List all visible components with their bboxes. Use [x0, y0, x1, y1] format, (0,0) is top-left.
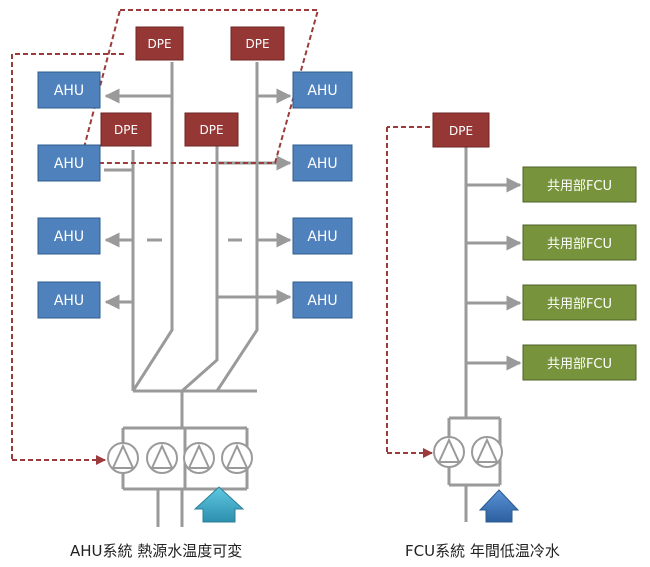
fcu-label: 共用部FCU	[547, 179, 612, 194]
control-signal-lines	[11, 9, 433, 465]
fcu-unit: 共用部FCU	[522, 344, 637, 381]
dpe-sensor: DPE	[432, 112, 490, 148]
ahu-label: AHU	[307, 293, 337, 309]
dpe-label: DPE	[245, 37, 269, 51]
ahu-unit: AHU	[37, 144, 101, 182]
dpe-sensor: DPE	[100, 112, 152, 147]
dpe-label: DPE	[147, 37, 171, 51]
ahu-label: AHU	[307, 229, 337, 245]
dpe-label: DPE	[199, 123, 223, 137]
pump-icon	[183, 442, 215, 474]
fcu-pumps	[433, 436, 503, 468]
dpe-sensor: DPE	[230, 26, 285, 61]
ahu-label: AHU	[54, 83, 84, 99]
ahu-system-caption: AHU系統 熱源水温度可変	[70, 542, 243, 560]
fcu-unit: 共用部FCU	[522, 284, 637, 321]
ahu-unit: AHU	[292, 217, 353, 255]
fcu-unit: 共用部FCU	[522, 166, 637, 203]
ahu-label: AHU	[54, 293, 84, 309]
heat-source-arrow-icon	[193, 486, 245, 523]
pump-icon	[107, 442, 139, 474]
dpe-sensor: DPE	[135, 26, 184, 61]
ahu-piping	[104, 62, 259, 527]
ahu-label: AHU	[307, 156, 337, 172]
pump-icon	[221, 442, 253, 474]
ahu-label: AHU	[307, 83, 337, 99]
ahu-pumps	[107, 442, 253, 474]
ahu-label: AHU	[54, 156, 84, 172]
fcu-system-caption: FCU系統 年間低温冷水	[405, 542, 560, 560]
pump-icon	[433, 436, 465, 468]
ahu-label: AHU	[54, 229, 84, 245]
chilled-water-arrow-icon	[478, 489, 520, 523]
dpe-label: DPE	[449, 124, 473, 138]
ahu-unit: AHU	[37, 217, 101, 255]
fcu-unit: 共用部FCU	[522, 224, 637, 261]
ahu-unit: AHU	[292, 71, 353, 109]
pump-icon	[146, 442, 178, 474]
fcu-label: 共用部FCU	[547, 237, 612, 252]
pump-icon	[471, 436, 503, 468]
fcu-label: 共用部FCU	[547, 297, 612, 312]
fcu-branch-arrows	[466, 177, 522, 371]
fcu-label: 共用部FCU	[547, 357, 612, 372]
dpe-sensor: DPE	[184, 112, 239, 147]
ahu-unit: AHU	[37, 281, 101, 319]
dpe-label: DPE	[114, 123, 138, 137]
ahu-unit: AHU	[37, 71, 101, 109]
ahu-unit: AHU	[292, 144, 353, 182]
ahu-unit: AHU	[292, 281, 353, 319]
